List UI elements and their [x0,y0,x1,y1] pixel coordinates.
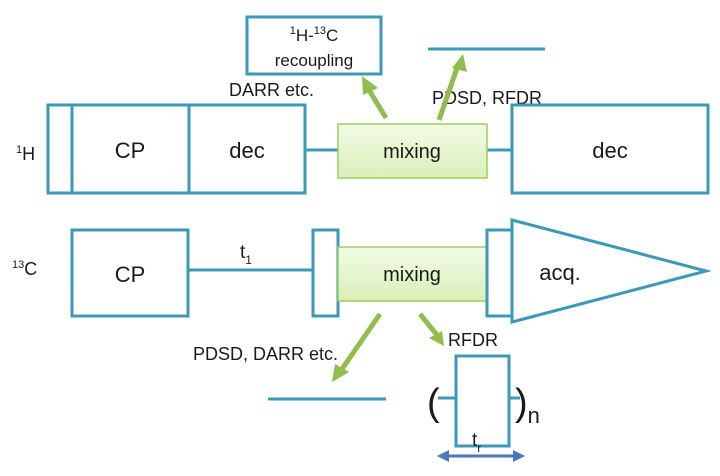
h-mixing-block [337,123,488,179]
h-dec-label-2: dec [592,138,627,163]
rotor-period-arrow-left-head [437,450,449,462]
repeat-open-paren: ( [427,382,440,424]
h-dec-label-1: dec [229,138,264,163]
h-dec-block-1 [187,103,307,195]
h-cp-block [70,103,191,195]
pdsd-rfdr-label: PDSD, RFDR [432,88,542,108]
arrow-to-rfdr [418,312,439,337]
recoupling-box-line2: recoupling [275,51,353,70]
arrow-to-free-line [436,67,460,121]
c-mixing-block [337,246,488,302]
h-90-pulse [46,103,74,195]
pdsd-darr-etc-label: PDSD, DARR etc. [193,344,338,364]
darr-etc-label: DARR etc. [229,80,314,100]
arrow-to-free-line-head [452,54,467,72]
h-dec-block-2 [510,103,710,195]
arrow-to-pdsd-darr-head [332,364,349,382]
arrow-to-pdsd-darr [339,312,383,371]
rfdr-pi-pulse [454,354,511,448]
c-channel-label: 13C [12,259,37,279]
arrow-to-recoupling-head [362,76,378,95]
c-cp-block [70,228,190,318]
c-90-pulse-2 [485,228,514,318]
tr-label: tr [472,430,481,455]
recoupling-box [245,15,383,76]
c-t1-label: t1 [240,242,252,267]
arrow-to-recoupling [366,88,389,120]
repeat-close-paren: )n [515,382,540,428]
rfdr-label: RFDR [448,330,498,350]
h-channel-label: 1H [16,144,35,164]
rotor-period-arrow-right-head [513,450,525,462]
h-mixing-label: mixing [383,141,441,163]
arrow-to-rfdr-head [429,331,444,346]
c-acq-label: acq. [539,260,581,285]
c-mixing-label: mixing [383,264,441,286]
c-90-pulse-1 [311,228,340,318]
c-acquisition-fid [510,218,712,324]
recoupling-box-line1: 1H-13C [290,25,339,45]
h-cp-label: CP [115,138,146,163]
c-cp-label: CP [115,262,146,287]
